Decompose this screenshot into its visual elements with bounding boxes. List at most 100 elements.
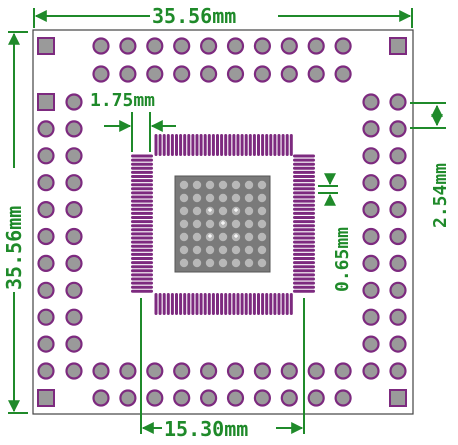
smd-pin-icon xyxy=(131,191,153,195)
smd-pin-icon xyxy=(158,293,162,315)
via-cross-icon xyxy=(234,208,238,212)
round-pad-icon xyxy=(146,65,164,83)
via-icon xyxy=(192,206,202,216)
round-pad-icon xyxy=(119,65,137,83)
smd-pin-icon xyxy=(261,134,265,156)
round-pad-icon xyxy=(65,308,83,326)
via-icon xyxy=(179,232,189,242)
smd-pin-icon xyxy=(131,199,153,203)
smd-pin-icon xyxy=(131,261,153,265)
round-pad-icon xyxy=(253,65,271,83)
square-pad-icon xyxy=(37,37,55,55)
smd-pin-icon xyxy=(131,211,153,215)
round-pad-icon xyxy=(37,254,55,272)
smd-pin-icon xyxy=(265,134,269,156)
via-icon xyxy=(218,258,228,268)
via-icon xyxy=(205,258,215,268)
round-pad-icon xyxy=(280,362,298,380)
round-pad-icon xyxy=(146,389,164,407)
round-pad-icon xyxy=(389,147,407,165)
smd-pin-icon xyxy=(131,228,153,232)
smd-pin-icon xyxy=(257,293,260,315)
smd-pin-icon xyxy=(199,134,203,156)
smd-pin-icon xyxy=(293,232,315,236)
round-pad-icon xyxy=(173,389,191,407)
round-pad-icon xyxy=(37,174,55,192)
smd-pin-icon xyxy=(293,170,315,174)
smd-pin-icon xyxy=(131,166,153,170)
smd-pin-icon xyxy=(199,293,203,315)
round-pad-icon xyxy=(389,335,407,353)
round-pad-icon xyxy=(280,389,298,407)
thermal-vias xyxy=(179,180,267,268)
smd-pin-icon xyxy=(293,216,315,219)
smd-pin-icon xyxy=(131,203,153,207)
via-icon xyxy=(257,180,267,190)
round-pad-icon xyxy=(146,362,164,380)
smd-pin-icon xyxy=(179,134,183,156)
smd-pin-icon xyxy=(293,220,315,224)
round-pad-icon xyxy=(362,201,380,219)
smd-pin-icon xyxy=(175,134,178,156)
via-icon xyxy=(218,206,228,216)
smd-pin-icon xyxy=(293,195,315,199)
smd-pin-icon xyxy=(293,252,315,256)
smd-pin-icon xyxy=(187,293,191,315)
smd-pin-icon xyxy=(293,277,315,281)
via-cross-icon xyxy=(221,221,225,225)
via-icon xyxy=(244,245,254,255)
smd-pin-icon xyxy=(187,134,191,156)
round-pad-icon xyxy=(173,362,191,380)
square-pad-icon xyxy=(389,389,407,407)
smd-pin-icon xyxy=(293,203,315,207)
square-pad-icon xyxy=(37,93,55,111)
round-pad-icon xyxy=(65,227,83,246)
smd-pin-icon xyxy=(285,293,289,315)
smd-pin-icon xyxy=(131,273,153,277)
smd-pin-icon xyxy=(293,285,315,289)
smd-pin-icon xyxy=(273,293,277,315)
smd-pin-icon xyxy=(131,232,153,236)
smd-pin-icon xyxy=(277,134,281,156)
smd-pin-icon xyxy=(261,293,265,315)
smd-pin-icon xyxy=(293,187,315,191)
smd-pin-icon xyxy=(195,293,199,315)
via-icon xyxy=(244,193,254,203)
smd-pin-icon xyxy=(131,248,153,252)
smd-pin-icon xyxy=(131,265,153,269)
smd-pin-icon xyxy=(293,289,315,293)
round-pad-icon xyxy=(307,389,325,407)
round-pad-icon xyxy=(362,227,380,246)
smd-pin-icon xyxy=(281,293,285,315)
round-pad-icon xyxy=(37,281,55,299)
smd-pin-icon xyxy=(131,240,153,244)
smd-pin-icon xyxy=(236,293,240,315)
round-pad-icon xyxy=(37,227,55,246)
smd-pin-icon xyxy=(183,134,187,156)
smd-pin-icon xyxy=(252,293,256,315)
dim-top-label: 35.56mm xyxy=(152,4,236,28)
smd-pin-icon xyxy=(277,293,281,315)
smd-pin-icon xyxy=(131,216,153,219)
via-icon xyxy=(244,180,254,190)
smd-pin-icon xyxy=(293,158,315,162)
via-icon xyxy=(192,245,202,255)
round-pad-icon xyxy=(362,174,380,192)
smd-pin-icon xyxy=(293,211,315,215)
smd-pin-icon xyxy=(154,293,158,315)
smd-pin-icon xyxy=(179,293,183,315)
via-icon xyxy=(205,180,215,190)
smd-pin-icon xyxy=(220,134,224,156)
round-pad-icon xyxy=(389,227,407,246)
dim-fine-pitch-label: 0.65mm xyxy=(332,227,353,292)
via-icon xyxy=(231,193,241,203)
smd-pin-icon xyxy=(131,162,153,166)
round-pad-icon xyxy=(65,254,83,272)
round-pad-icon xyxy=(200,362,218,380)
via-icon xyxy=(205,219,215,229)
round-pad-icon xyxy=(362,335,380,353)
via-icon xyxy=(218,193,228,203)
smd-pin-icon xyxy=(216,293,219,315)
via-icon xyxy=(192,232,202,242)
round-pad-icon xyxy=(92,37,110,55)
